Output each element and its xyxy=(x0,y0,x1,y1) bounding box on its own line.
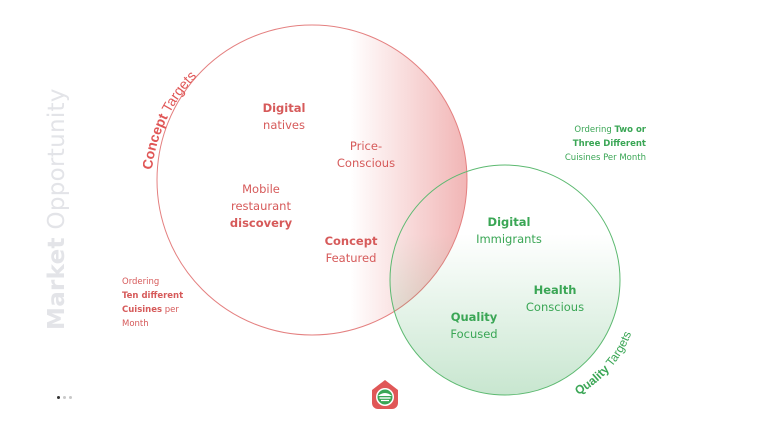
pagination-dot[interactable] xyxy=(69,396,72,399)
label-price-conscious: Price-Conscious xyxy=(336,139,396,170)
pagination-dot[interactable] xyxy=(57,396,60,399)
quality-circle xyxy=(389,164,621,396)
left-note: Ordering Ten different Cuisines per Mont… xyxy=(122,277,184,329)
pagination-dots[interactable] xyxy=(57,396,72,399)
right-note: Ordering Two or Three Different Cuisines… xyxy=(564,125,646,163)
restaurant-house-logo-icon xyxy=(369,378,401,410)
pagination-dot[interactable] xyxy=(63,396,66,399)
page-title: Market Opportunity xyxy=(44,88,70,330)
